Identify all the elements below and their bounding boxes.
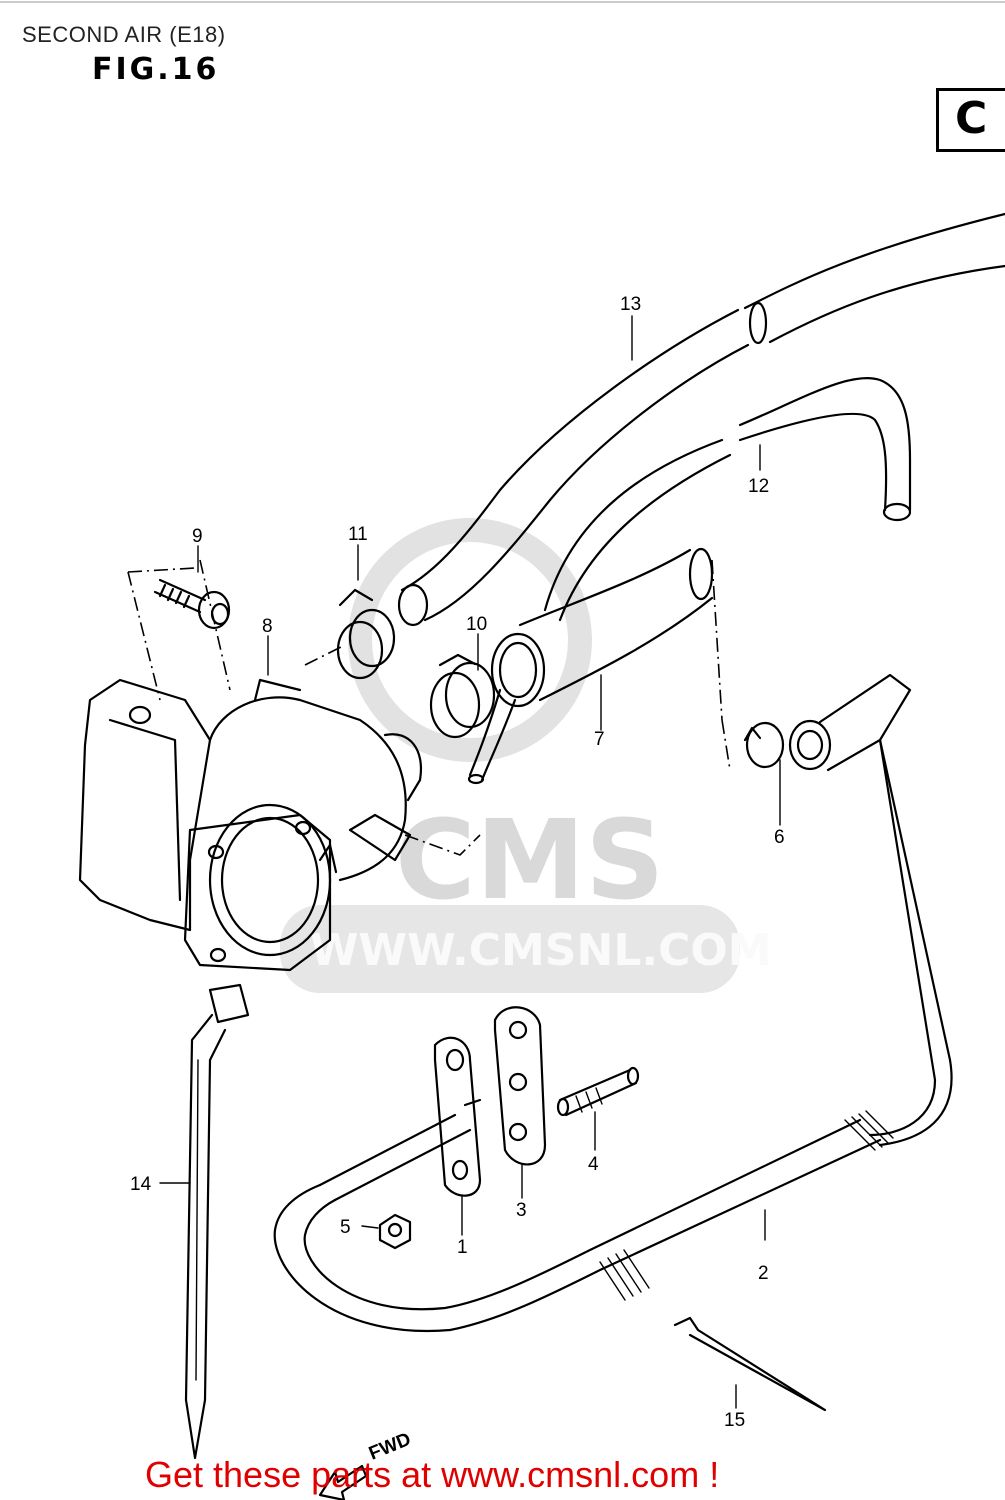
diagram-title: SECOND AIR (E18): [22, 22, 226, 47]
part-10-clamp[interactable]: [429, 653, 496, 739]
part-4-stud[interactable]: [556, 1066, 640, 1117]
part-13-hose[interactable]: [397, 212, 1005, 627]
vacuum-tube-end: [467, 773, 485, 785]
part-14-cable-tie[interactable]: [184, 983, 250, 1460]
callout-9: 9: [192, 526, 203, 547]
part-15-cable-tie[interactable]: [673, 1316, 827, 1412]
part-1-bracket[interactable]: [433, 1036, 482, 1197]
leader-lines: [159, 315, 781, 1409]
callout-10: 10: [466, 614, 487, 635]
callout-7: 7: [594, 729, 605, 750]
callout-8: 8: [262, 616, 273, 637]
part-8-air-valve[interactable]: [78, 678, 423, 972]
part-12-hose[interactable]: [543, 376, 912, 622]
part-9-bolt[interactable]: [153, 578, 231, 630]
vacuum-tube: [480, 698, 517, 782]
callout-5: 5: [340, 1217, 351, 1238]
figure-number: FIG.16: [92, 52, 220, 87]
callout-15: 15: [724, 1410, 745, 1431]
watermark-brand: CMS: [395, 796, 664, 924]
callout-12: 12: [748, 476, 769, 497]
callout-3: 3: [516, 1200, 527, 1221]
callout-13: 13: [620, 294, 641, 315]
reference-box: C: [936, 88, 1005, 152]
callouts: 13 12 11 10 9 8 7 6 4 3 1 5 2 14 15: [130, 294, 785, 1431]
guide-lines: [127, 559, 731, 856]
callout-4: 4: [588, 1154, 599, 1175]
pipe-thread-lower: [599, 1249, 650, 1301]
watermark-url: WWW.CMSNL.COM: [310, 925, 772, 976]
part-7-hose[interactable]: [490, 547, 714, 708]
part-2-pipe[interactable]: [273, 673, 953, 1333]
part-3-gasket[interactable]: [493, 1006, 547, 1166]
vacuum-tube-2: [468, 688, 502, 777]
footer-link[interactable]: Get these parts at www.cmsnl.com !: [145, 1454, 720, 1495]
callout-14: 14: [130, 1174, 152, 1195]
watermark: CMS WWW.CMSNL.COM: [280, 518, 772, 993]
callout-2: 2: [758, 1263, 769, 1284]
callout-6: 6: [774, 827, 785, 848]
part-11-clamp[interactable]: [336, 588, 396, 680]
pipe-thread-upper: [844, 1110, 894, 1151]
part-5-nut[interactable]: [378, 1213, 412, 1250]
callout-11: 11: [348, 524, 368, 545]
part-6-clip[interactable]: [743, 721, 785, 769]
reference-letter: C: [955, 93, 988, 144]
callout-1: 1: [457, 1237, 468, 1258]
